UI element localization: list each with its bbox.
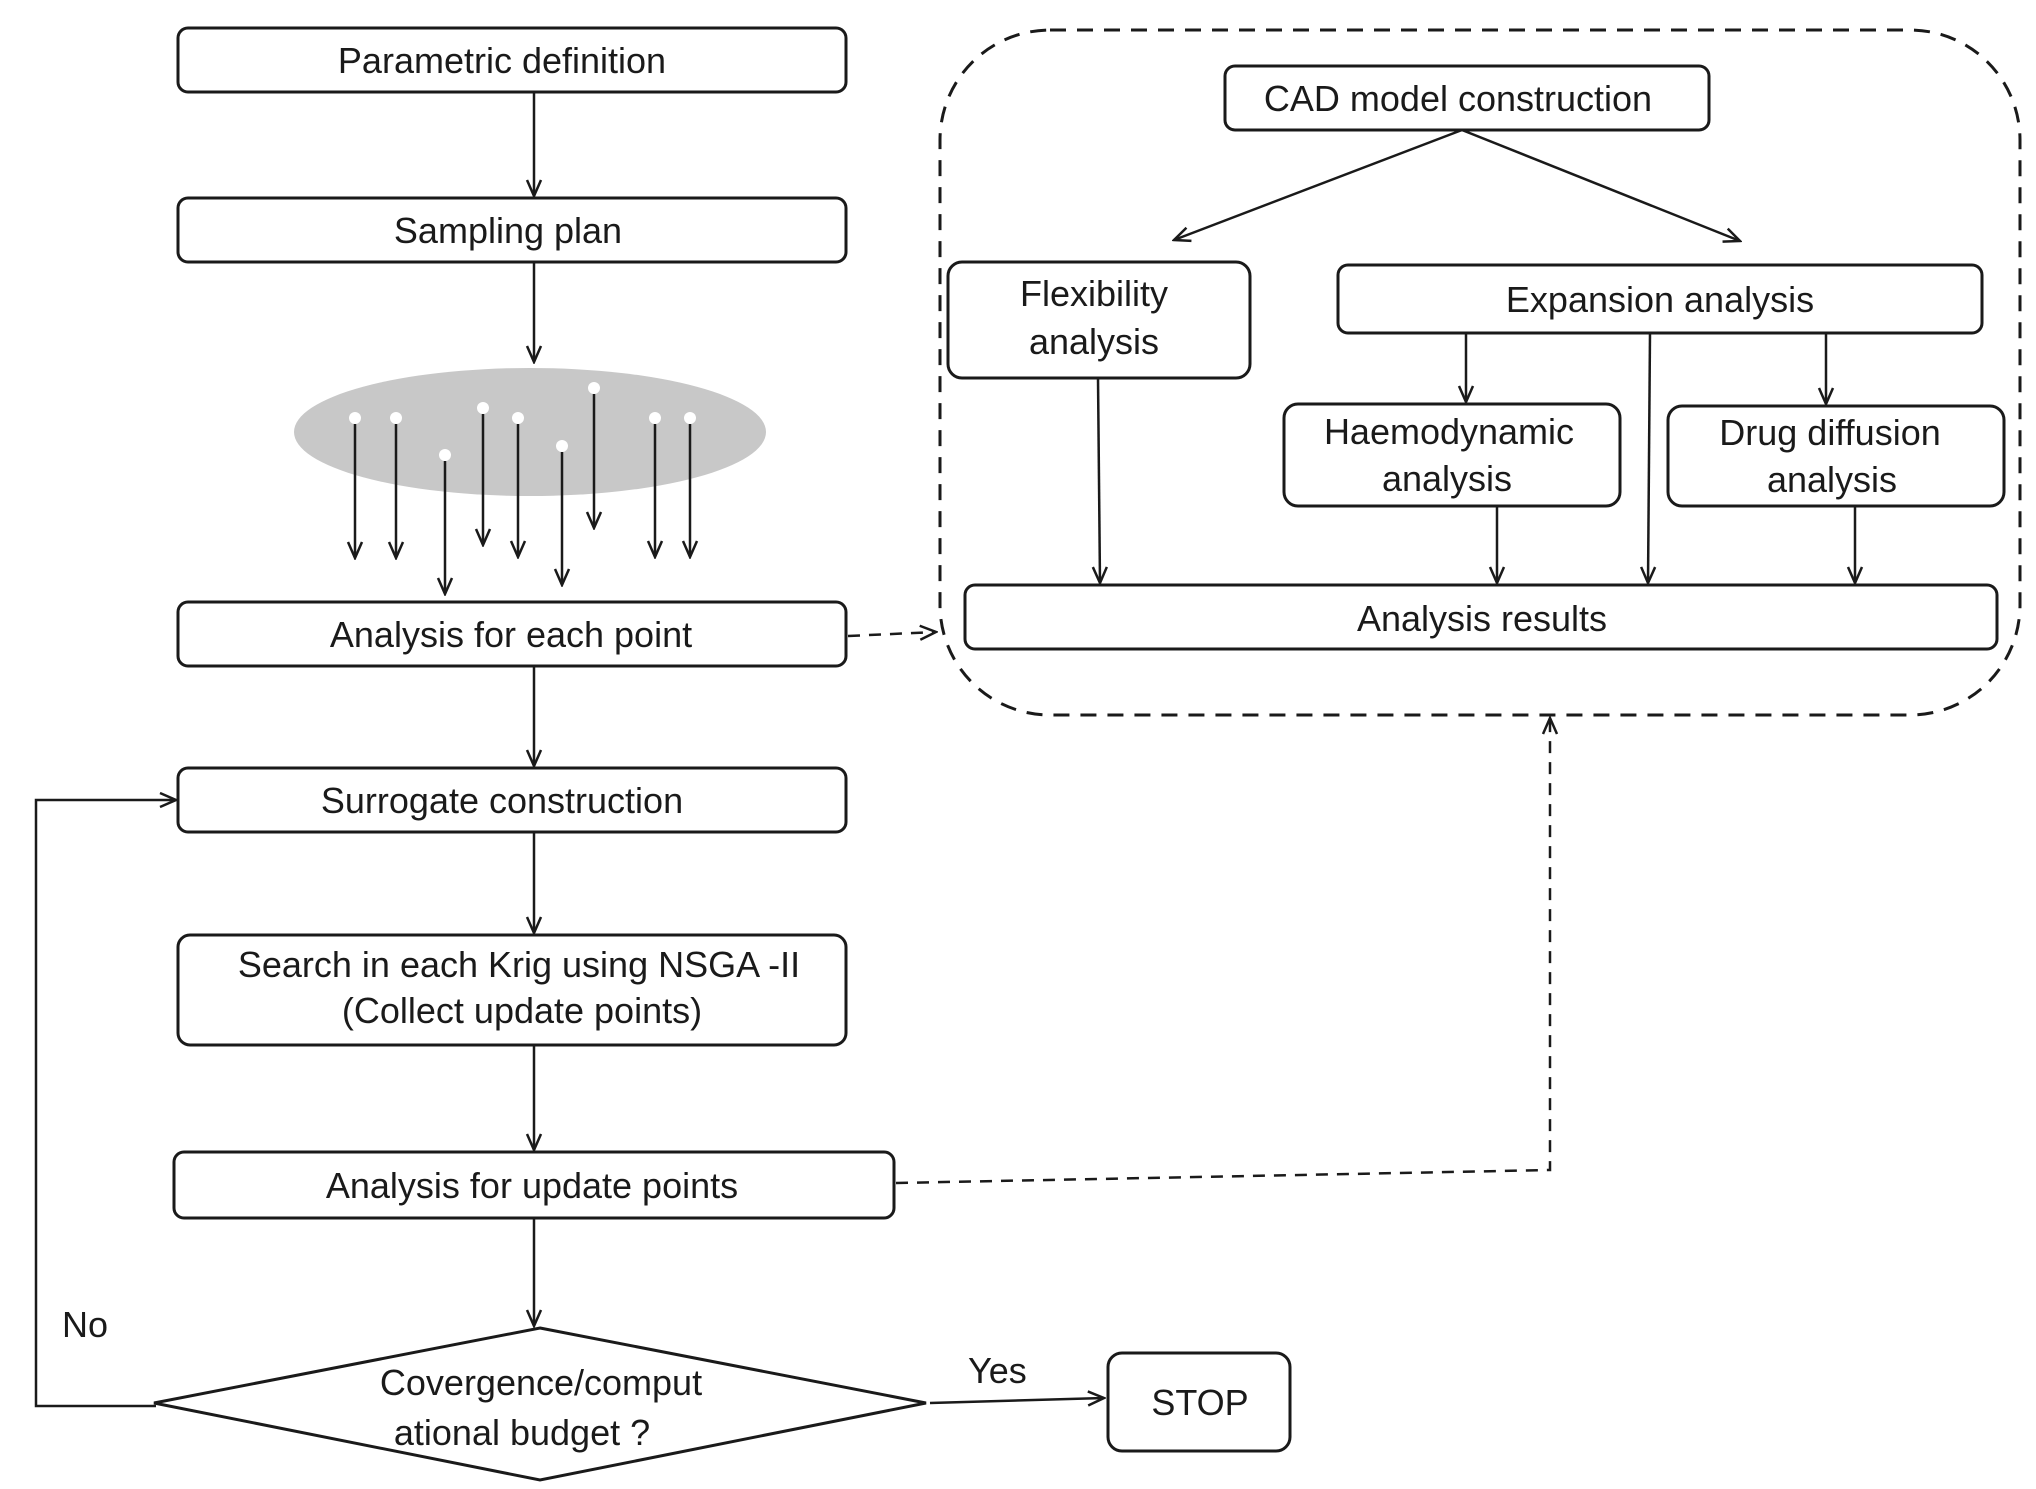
flexibility-label-line1: Flexibility bbox=[1020, 273, 1168, 314]
analysis-update-points-node: Analysis for update points bbox=[172, 1150, 896, 1220]
sampling-plan-label: Sampling plan bbox=[394, 210, 622, 251]
haemodynamic-label-line1: Haemodynamic bbox=[1324, 411, 1574, 452]
analysis-each-point-node: Analysis for each point bbox=[176, 600, 848, 668]
sampling-plan-node: Sampling plan bbox=[176, 196, 848, 264]
sample-point bbox=[512, 412, 524, 424]
drug-diffusion-label-line2: analysis bbox=[1767, 459, 1897, 500]
sampling-space-ellipse bbox=[294, 368, 766, 496]
drug-diffusion-label-line1: Drug diffusion bbox=[1719, 412, 1940, 453]
dashed-arrow-update-to-module bbox=[895, 718, 1550, 1185]
cad-model-label: CAD model construction bbox=[1264, 78, 1652, 119]
analysis-results-label: Analysis results bbox=[1357, 598, 1607, 639]
arrow-flexibility-to-results bbox=[1098, 377, 1100, 583]
parametric-definition-label: Parametric definition bbox=[338, 40, 666, 81]
cad-model-node: CAD model construction bbox=[1223, 64, 1711, 132]
sample-point bbox=[684, 412, 696, 424]
flexibility-analysis-node: Flexibility analysis bbox=[946, 260, 1252, 380]
stop-label: STOP bbox=[1151, 1382, 1248, 1423]
analysis-update-points-label: Analysis for update points bbox=[326, 1165, 738, 1206]
no-edge-label: No bbox=[62, 1304, 108, 1345]
sample-point bbox=[649, 412, 661, 424]
arrow-cad-to-flexibility bbox=[1174, 128, 1463, 240]
expansion-analysis-node: Expansion analysis bbox=[1336, 263, 1984, 335]
analysis-results-node: Analysis results bbox=[963, 583, 1999, 651]
surrogate-construction-label: Surrogate construction bbox=[321, 780, 683, 821]
stop-node: STOP bbox=[1106, 1351, 1292, 1453]
search-krig-label-line1: Search in each Krig using NSGA -II bbox=[238, 944, 800, 985]
decision-label-line1: Covergence/comput bbox=[380, 1362, 702, 1403]
decision-label-line2: ational budget ? bbox=[394, 1412, 650, 1453]
arrow-cad-to-expansion bbox=[1461, 128, 1740, 241]
haemodynamic-analysis-node: Haemodynamic analysis bbox=[1282, 402, 1622, 508]
sample-point bbox=[588, 382, 600, 394]
sample-point bbox=[349, 412, 361, 424]
search-krig-label-line2: (Collect update points) bbox=[342, 990, 702, 1031]
flexibility-label-line2: analysis bbox=[1029, 321, 1159, 362]
yes-edge-label: Yes bbox=[968, 1350, 1027, 1391]
arrow-decision-no-loop bbox=[34, 800, 176, 1408]
arrow-decision-yes-to-stop bbox=[929, 1398, 1104, 1403]
haemodynamic-label-line2: analysis bbox=[1382, 458, 1512, 499]
parametric-definition-node: Parametric definition bbox=[176, 26, 848, 94]
sample-point bbox=[390, 412, 402, 424]
sample-point bbox=[556, 440, 568, 452]
sample-point bbox=[439, 449, 451, 461]
expansion-label: Expansion analysis bbox=[1506, 279, 1814, 320]
search-krig-node: Search in each Krig using NSGA -II (Coll… bbox=[176, 933, 848, 1047]
dashed-arrow-each-point-to-module bbox=[847, 632, 936, 636]
analysis-each-point-label: Analysis for each point bbox=[330, 614, 692, 655]
drug-diffusion-analysis-node: Drug diffusion analysis bbox=[1666, 404, 2006, 508]
arrow-expansion-to-results bbox=[1648, 332, 1650, 583]
surrogate-construction-node: Surrogate construction bbox=[176, 766, 848, 834]
sample-point bbox=[477, 402, 489, 414]
convergence-decision-node: Covergence/comput ational budget ? bbox=[153, 1326, 927, 1482]
sample-points bbox=[349, 382, 696, 594]
